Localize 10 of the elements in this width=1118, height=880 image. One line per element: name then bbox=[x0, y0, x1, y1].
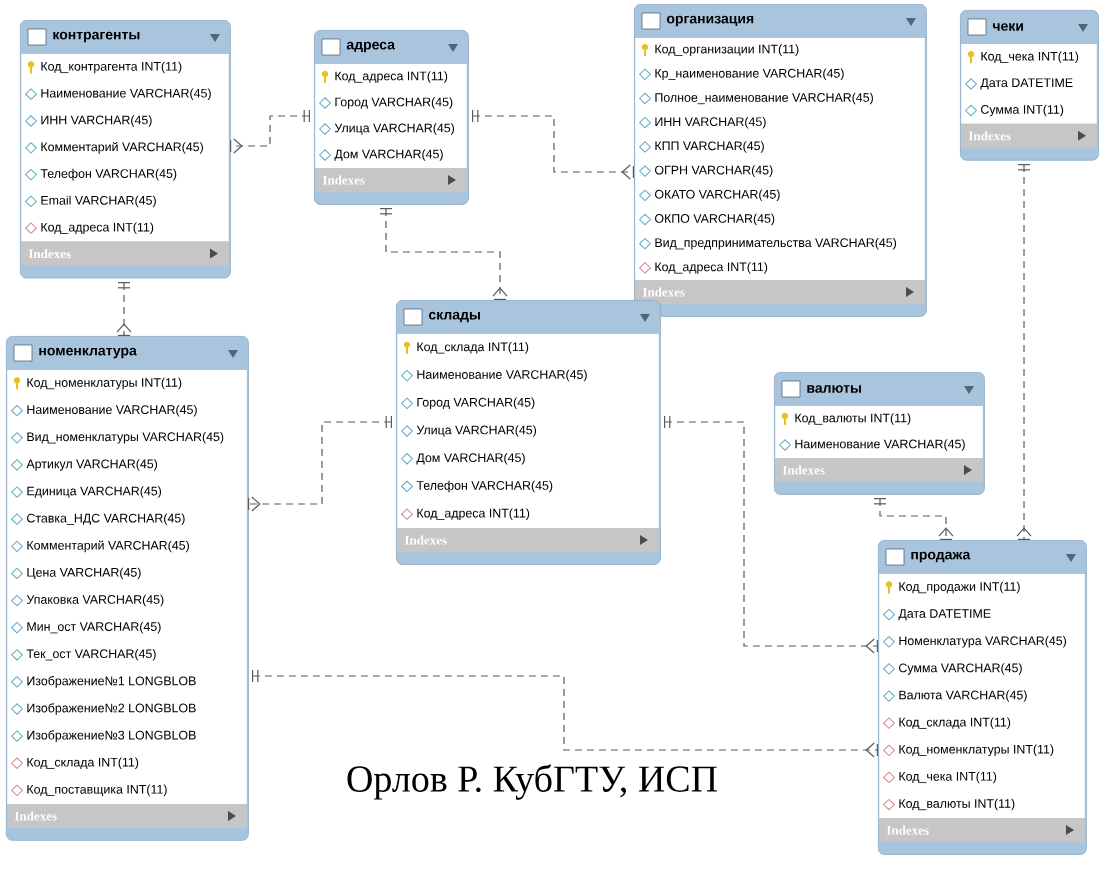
relationship-line bbox=[873, 498, 954, 540]
relationship-line bbox=[472, 109, 634, 180]
relationship-line bbox=[116, 282, 132, 336]
relationship-line bbox=[1016, 164, 1032, 540]
relationship-line bbox=[248, 415, 392, 512]
relationship-line bbox=[230, 109, 310, 154]
relationship-line bbox=[664, 415, 878, 654]
caption: Орлов Р. КубГТУ, ИСП bbox=[347, 764, 717, 800]
relationship-line bbox=[252, 669, 878, 758]
relationship-line bbox=[379, 208, 508, 300]
